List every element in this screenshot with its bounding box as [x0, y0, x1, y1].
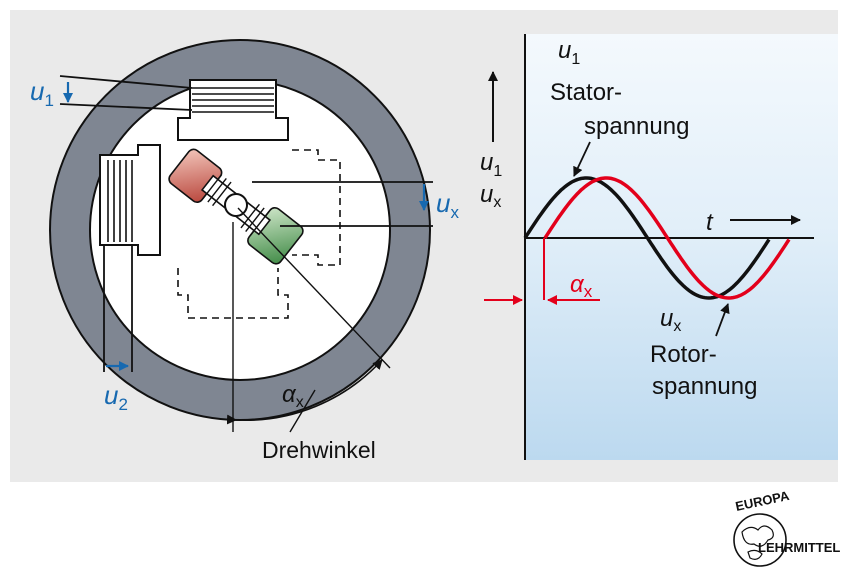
label-u2: u2 — [104, 380, 128, 414]
machine-diagram: u1 ux u2 αx Drehwinkel — [30, 39, 459, 463]
rotor — [168, 148, 304, 265]
rotor-axle — [224, 193, 248, 217]
label-angle: αx — [282, 381, 304, 411]
u2-leads — [103, 244, 133, 372]
rotor-axis-line — [237, 207, 391, 369]
u1-leads — [59, 75, 193, 111]
label-drehwinkel: Drehwinkel — [262, 437, 376, 463]
rotor-winding — [202, 174, 270, 236]
rotor-pointer — [715, 303, 730, 337]
logo-continents — [741, 525, 774, 560]
caption-leader — [289, 389, 316, 433]
stator-label-line2: spannung — [584, 113, 689, 140]
label-ux-machine: ux — [436, 188, 459, 222]
europa-lehrmittel-logo: EUROPA LEHRMITTEL — [733, 488, 840, 567]
graph: u1 ux t αx u1 Stator- spannung ux Rotor-… — [480, 34, 838, 460]
t-label: t — [706, 209, 714, 236]
y-axis-label-u1: u1 — [480, 149, 502, 180]
angle-construction — [226, 207, 391, 433]
stator-winding-left — [107, 160, 133, 242]
rotor-voltage-curve — [543, 176, 791, 300]
phase-label: αx — [570, 271, 593, 301]
stator-voltage-curve — [523, 176, 771, 300]
label-u1: u1 — [30, 76, 54, 110]
stator-symbol: u1 — [558, 37, 580, 68]
stator-pole-bottom-dashed — [177, 268, 289, 319]
rotor-symbol: ux — [660, 305, 681, 335]
stator-pole-right-dashed — [292, 149, 341, 266]
logo-top-text: EUROPA — [734, 488, 791, 514]
stator-label-line1: Stator- — [550, 79, 622, 106]
stator-winding-top — [192, 87, 274, 113]
logo-side-text: LEHRMITTEL — [758, 540, 840, 555]
stator-pointer — [573, 141, 591, 177]
stator-pole-top — [177, 79, 289, 141]
stator-pole-left — [99, 144, 161, 256]
ux-leads — [252, 181, 433, 227]
angle-arc — [226, 359, 383, 425]
y-axis-label-ux: ux — [480, 181, 501, 211]
rotor-label-line2: spannung — [652, 373, 757, 400]
rotor-label-line1: Rotor- — [650, 341, 717, 368]
